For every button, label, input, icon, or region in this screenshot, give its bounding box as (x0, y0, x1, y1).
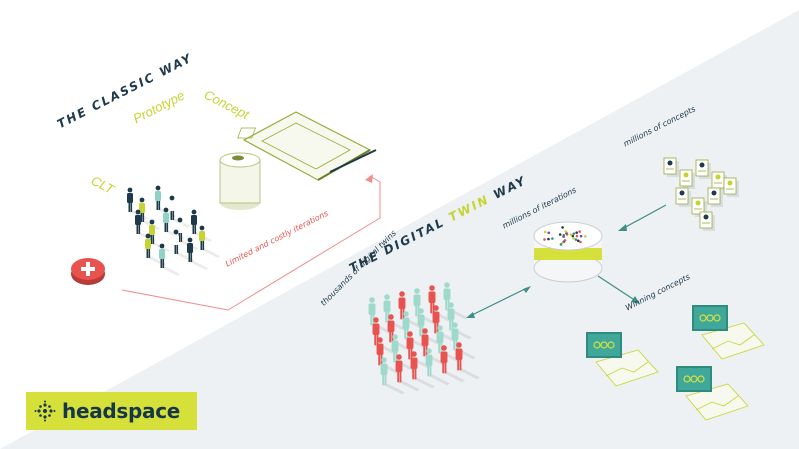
person-figure (159, 243, 180, 276)
concept-card (679, 169, 695, 189)
concept-tablet (237, 111, 377, 181)
concept-card (707, 187, 723, 207)
iteration-loop-line (121, 175, 381, 311)
winning-concept-monitor (676, 366, 749, 421)
headspace-logo-text: headspace (62, 399, 181, 423)
winning-concepts (586, 305, 765, 421)
red-plus-button (71, 258, 105, 285)
concept-card (699, 211, 715, 231)
person-figure (410, 351, 435, 389)
person-figure (395, 354, 420, 392)
twins-arrow (469, 287, 528, 317)
headspace-logo-icon (34, 400, 56, 422)
person-figure (169, 195, 190, 228)
arrow-head-icon (466, 312, 475, 318)
headspace-logo: headspace (26, 392, 197, 430)
iteration-arrow-icon (365, 174, 373, 183)
winning-concept-monitor (692, 305, 765, 360)
concept-card (663, 157, 679, 177)
concepts-arrow (621, 204, 667, 230)
arrow-head-icon (631, 296, 640, 304)
person-figure (387, 314, 412, 352)
digital-twins-crowd (368, 282, 480, 395)
person-figure (455, 342, 480, 380)
person-figure (425, 348, 450, 386)
person-figure (199, 225, 220, 258)
concept-card (723, 177, 739, 197)
winning-concept-monitor (586, 332, 659, 387)
arrow-head-icon (618, 224, 627, 231)
concept-card (675, 187, 691, 207)
prototype-can (219, 152, 261, 210)
person-figure (380, 357, 405, 395)
person-figure (440, 345, 465, 383)
concept-cards (663, 157, 739, 231)
concept-card (695, 159, 711, 179)
winning-arrow (597, 275, 637, 302)
person-figure (187, 237, 208, 270)
clt-people-group (127, 185, 220, 276)
arrow-head-icon (523, 286, 531, 293)
iteration-engine (533, 221, 603, 283)
